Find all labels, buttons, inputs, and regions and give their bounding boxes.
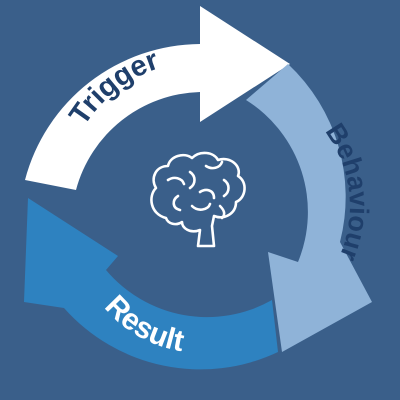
- behaviour-arrow: [246, 64, 372, 352]
- trigger-arrow: [25, 6, 290, 190]
- brain-icon: [150, 151, 246, 248]
- result-arrow: [24, 198, 278, 370]
